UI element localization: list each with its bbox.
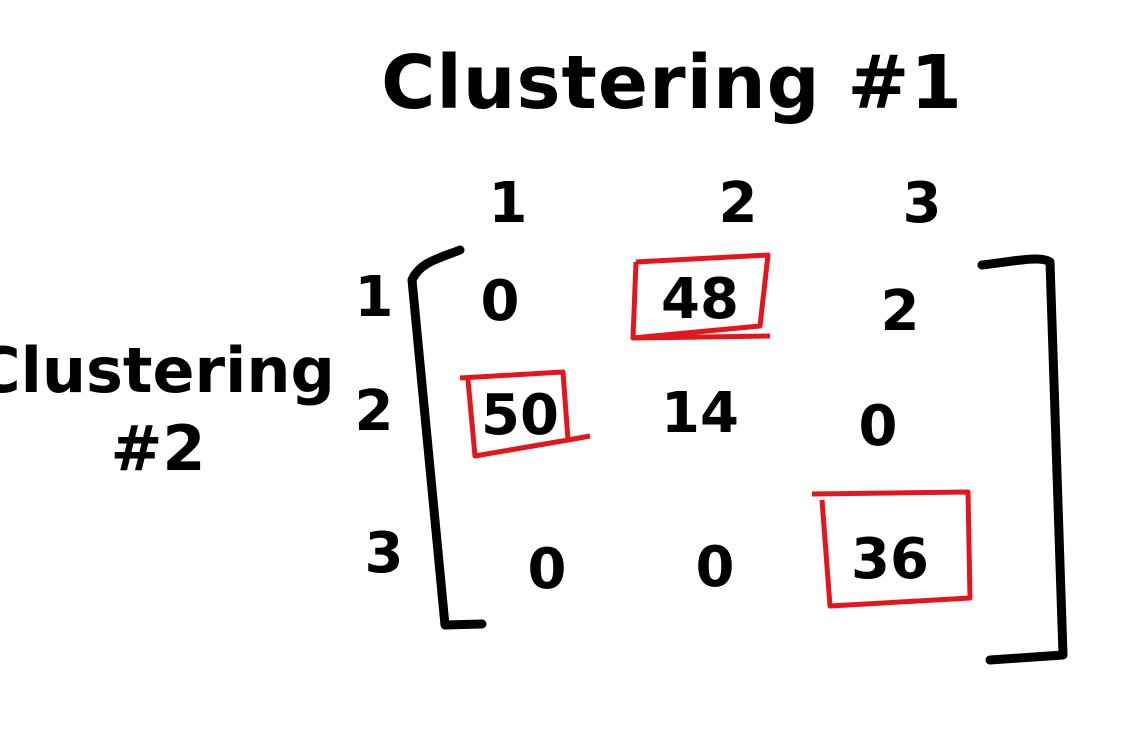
matrix-cell-r3c2: 0 xyxy=(696,535,735,600)
matrix-cell-r1c1: 0 xyxy=(481,269,520,334)
column-label-2: 2 xyxy=(719,171,758,236)
matrix-cell-r1c3: 2 xyxy=(881,279,920,344)
left-bracket xyxy=(407,245,487,630)
highlight-box-r2c1 xyxy=(459,369,591,459)
row-label-3: 3 xyxy=(365,521,404,586)
matrix-cell-r2c2: 14 xyxy=(661,381,739,446)
column-label-1: 1 xyxy=(489,171,528,236)
right-bracket xyxy=(977,254,1068,665)
row-labels: 1 2 3 xyxy=(355,265,404,586)
matrix-cell-r3c1: 0 xyxy=(528,537,567,602)
highlight-boxes xyxy=(459,252,973,609)
diagram-title: Clustering #1 xyxy=(381,40,963,126)
side-label-line2: #2 xyxy=(110,412,205,485)
side-label: Clustering #2 xyxy=(0,334,335,485)
matrix-cell-r2c3: 0 xyxy=(859,394,898,459)
row-label-2: 2 xyxy=(355,379,394,444)
column-labels: 1 2 3 xyxy=(489,171,942,236)
side-label-line1: Clustering xyxy=(0,334,335,407)
matrix-cell-r2c1: 50 xyxy=(481,383,559,448)
matrix-cell-r1c2: 48 xyxy=(661,267,739,332)
matrix: 0 48 2 50 14 0 0 0 36 xyxy=(481,267,929,602)
matrix-cell-r3c3: 36 xyxy=(851,527,929,592)
row-label-1: 1 xyxy=(355,265,394,330)
highlight-box-r1c2 xyxy=(630,252,771,341)
column-label-3: 3 xyxy=(903,171,942,236)
highlight-box-r3c3 xyxy=(811,489,973,609)
